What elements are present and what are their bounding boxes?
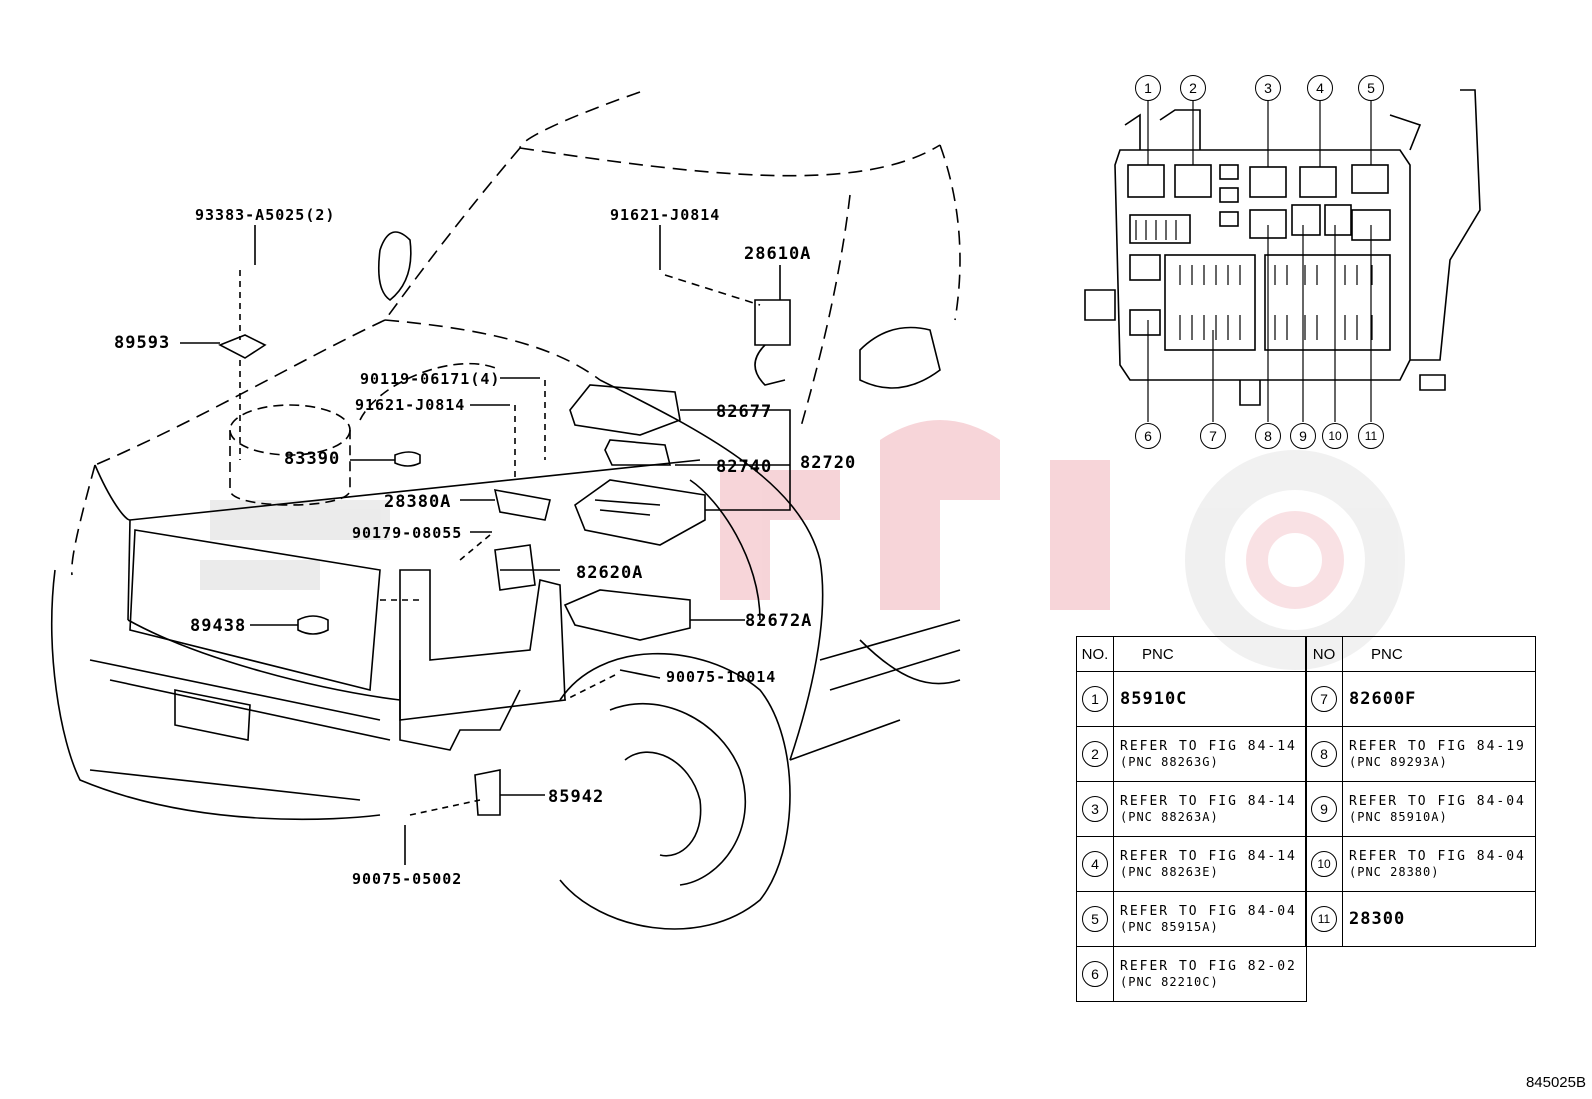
callout-2: 2 <box>1180 75 1206 101</box>
part-label-90075-05002: 90075-05002 <box>352 870 463 888</box>
callout-9: 9 <box>1290 423 1316 449</box>
part-label-82720: 82720 <box>800 453 857 473</box>
part-label-28610A: 28610A <box>744 244 812 264</box>
callout-1: 1 <box>1135 75 1161 101</box>
part-label-28380A: 28380A <box>384 492 452 512</box>
callout-3: 3 <box>1255 75 1281 101</box>
table-row: 11 28300 <box>1305 891 1536 947</box>
fuse-block-detail <box>1084 89 1481 422</box>
callout-5: 5 <box>1358 75 1384 101</box>
pnc-table-left: NO. PNC 1 85910C 2 REFER TO FIG 84-14(PN… <box>1076 636 1307 1002</box>
callout-10: 10 <box>1322 423 1348 449</box>
figure-code: 845025B <box>1525 1074 1586 1091</box>
part-label-90179-08055: 90179-08055 <box>352 524 463 542</box>
callout-7: 7 <box>1200 423 1226 449</box>
part-label-83390: 83390 <box>284 449 341 469</box>
part-label-82677: 82677 <box>716 402 773 422</box>
callout-6: 6 <box>1135 423 1161 449</box>
callout-4: 4 <box>1307 75 1333 101</box>
part-label-91621-J0814-b: 91621-J0814 <box>610 206 721 224</box>
part-label-82620A: 82620A <box>576 563 644 583</box>
table-row: 4 REFER TO FIG 84-14(PNC 88263E) <box>1076 836 1307 892</box>
part-label-89438: 89438 <box>190 616 247 636</box>
header-pnc-right: PNC <box>1342 636 1536 672</box>
part-label-82672A: 82672A <box>745 611 813 631</box>
table-row: 8 REFER TO FIG 84-19(PNC 89293A) <box>1305 726 1536 782</box>
part-label-93383-A5025: 93383-A5025(2) <box>195 206 336 224</box>
table-row: 1 85910C <box>1076 671 1307 727</box>
table-row: 3 REFER TO FIG 84-14(PNC 88263A) <box>1076 781 1307 837</box>
table-row: 9 REFER TO FIG 84-04(PNC 85910A) <box>1305 781 1536 837</box>
part-label-89593: 89593 <box>114 333 171 353</box>
header-no-right: NO <box>1305 636 1343 672</box>
part-label-82740: 82740 <box>716 457 773 477</box>
header-no: NO. <box>1076 636 1114 672</box>
watermark-grey <box>200 500 390 590</box>
part-label-91621-J0814-a: 91621-J0814 <box>355 396 466 414</box>
part-label-85942: 85942 <box>548 787 605 807</box>
table-row: 2 REFER TO FIG 84-14(PNC 88263G) <box>1076 726 1307 782</box>
pnc-table-right: NO PNC 7 82600F 8 REFER TO FIG 84-19(PNC… <box>1305 636 1536 947</box>
callout-11: 11 <box>1358 423 1384 449</box>
header-pnc: PNC <box>1113 636 1307 672</box>
table-row: 5 REFER TO FIG 84-04(PNC 85915A) <box>1076 891 1307 947</box>
part-label-90075-10014: 90075-10014 <box>666 668 777 686</box>
table-row: 10 REFER TO FIG 84-04(PNC 28380) <box>1305 836 1536 892</box>
table-row: 6 REFER TO FIG 82-02(PNC 82210C) <box>1076 946 1307 1002</box>
part-label-90119-06171: 90119-06171(4) <box>360 370 501 388</box>
callout-8: 8 <box>1255 423 1281 449</box>
table-row: 7 82600F <box>1305 671 1536 727</box>
